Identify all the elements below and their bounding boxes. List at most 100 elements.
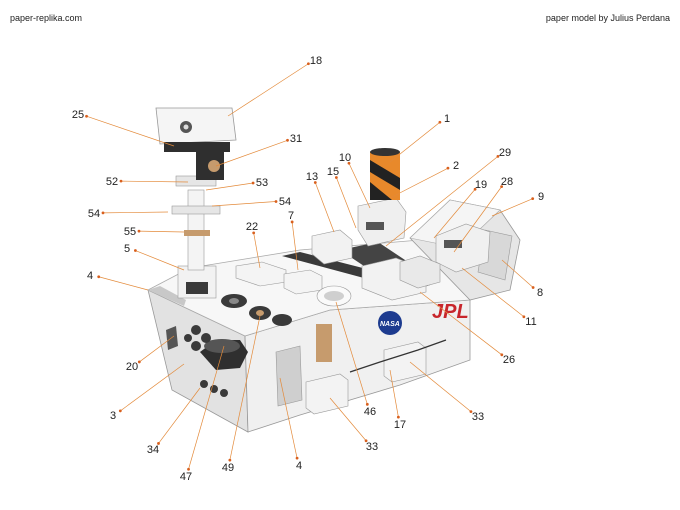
ring-small (272, 314, 292, 326)
front-recess (275, 345, 303, 407)
leader-dot-c13 (313, 181, 317, 184)
leader-dot-c47 (187, 467, 190, 471)
leader-dot-c10 (347, 161, 351, 165)
cylinder-1-stripe2 (370, 182, 392, 200)
callout-label-c54a: 54 (279, 196, 291, 208)
leader-line-c3 (120, 363, 185, 412)
leader-line-c49 (229, 315, 261, 461)
leader-dot-c9 (531, 197, 535, 201)
leader-dot-c29 (496, 154, 500, 158)
callout-label-c17: 17 (394, 419, 406, 431)
leader-line-c52 (120, 180, 189, 183)
port-hole-6 (210, 385, 218, 393)
rover-deck-model: JPL NASA (147, 107, 521, 433)
leader-dot-c17 (396, 415, 400, 419)
leader-line-c29 (385, 156, 499, 247)
leader-line-c25 (86, 115, 175, 147)
callout-label-c46: 46 (364, 406, 376, 418)
port-hole-5 (200, 380, 208, 388)
callout-label-c4b: 4 (296, 460, 302, 472)
leader-dot-c18 (307, 62, 310, 66)
leader-dot-c46 (365, 402, 369, 406)
leader-dot-c26 (500, 353, 504, 357)
leader-line-c13 (314, 182, 335, 233)
mast-head (155, 107, 237, 145)
leader-line-c15 (336, 177, 357, 229)
leader-line-c4a (98, 276, 149, 291)
leader-dot-c25 (85, 114, 88, 118)
callout-label-c28: 28 (501, 176, 513, 188)
callout-label-c15: 15 (327, 166, 339, 178)
cylinder-1-stripe (370, 160, 400, 190)
round-port-inner (324, 291, 344, 301)
credit-text: paper model by Julius Perdana (545, 13, 670, 23)
callout-label-c11: 11 (525, 316, 536, 328)
leader-dot-c31 (286, 138, 289, 142)
leader-line-c11 (461, 267, 525, 318)
nasa-logo: NASA (380, 321, 400, 328)
leader-dot-c28 (500, 185, 504, 189)
mast-base-dark (186, 282, 208, 294)
jpl-logo: JPL (432, 301, 469, 323)
leader-dot-c8 (531, 286, 535, 289)
block-7 (283, 269, 323, 295)
leader-line-c22 (253, 232, 261, 269)
leader-dot-c3 (118, 409, 122, 413)
box-13 (311, 229, 353, 265)
box-33-right (383, 341, 427, 383)
leader-line-c1 (389, 122, 441, 163)
mast-lens-1-inner (183, 124, 189, 130)
leader-dot-c7 (290, 220, 294, 224)
tan-panel (316, 324, 332, 362)
callout-label-c4a: 4 (87, 270, 93, 282)
callout-label-c10: 10 (339, 152, 351, 164)
port-hole-7 (220, 389, 228, 397)
callout-label-c52: 52 (106, 176, 118, 188)
box-33-left (305, 373, 349, 415)
callout-label-c49: 49 (222, 462, 234, 474)
leader-dot-c53 (251, 181, 255, 185)
leader-line-c19 (433, 189, 476, 239)
callout-label-c25: 25 (72, 109, 84, 121)
block-26b (399, 255, 441, 289)
leader-dot-c54b (101, 211, 105, 215)
leader-dot-c54a (274, 200, 278, 203)
leader-dot-c52 (119, 179, 123, 183)
leader-line-c55 (138, 230, 185, 233)
callout-label-c47: 47 (180, 471, 192, 483)
leader-dot-c55 (137, 229, 141, 233)
leader-dot-c5 (133, 249, 137, 252)
callout-label-c9: 9 (538, 191, 544, 203)
callout-label-c34: 34 (147, 444, 159, 456)
mount-20 (166, 326, 178, 350)
callout-label-c29: 29 (499, 147, 511, 159)
leader-line-c46 (335, 301, 368, 405)
callout-label-c31: 31 (290, 133, 302, 145)
callout-label-c18: 18 (310, 55, 322, 67)
hex-housing-top (204, 339, 240, 353)
leader-line-c8 (501, 259, 534, 288)
callout-label-c20: 20 (126, 361, 138, 373)
leader-line-c28 (453, 186, 502, 253)
cylinder-1-top (370, 148, 400, 156)
nasa-logo-disc (378, 311, 402, 335)
callout-label-c5: 5 (124, 243, 130, 255)
callout-label-c54b: 54 (88, 208, 100, 220)
callout-label-c19: 19 (475, 179, 487, 191)
leader-dot-c34 (157, 442, 160, 445)
leader-line-c17 (389, 369, 399, 418)
instrument-11 (435, 223, 491, 273)
leader-line-c54b (102, 211, 169, 214)
leader-line-c7 (291, 221, 299, 271)
site-name: paper-replika.com (10, 13, 83, 23)
leader-line-c5 (135, 250, 185, 271)
callout-label-c33a: 33 (366, 441, 378, 453)
leader-dot-c1 (438, 120, 442, 124)
mast-lens-31 (208, 160, 220, 172)
leader-dot-c49 (228, 458, 232, 462)
callout-label-c7: 7 (288, 210, 294, 222)
leader-line-c34 (158, 387, 201, 444)
callout-label-c22: 22 (246, 221, 258, 233)
ring-49-hole (256, 310, 264, 316)
leader-dot-c33b (469, 410, 473, 414)
